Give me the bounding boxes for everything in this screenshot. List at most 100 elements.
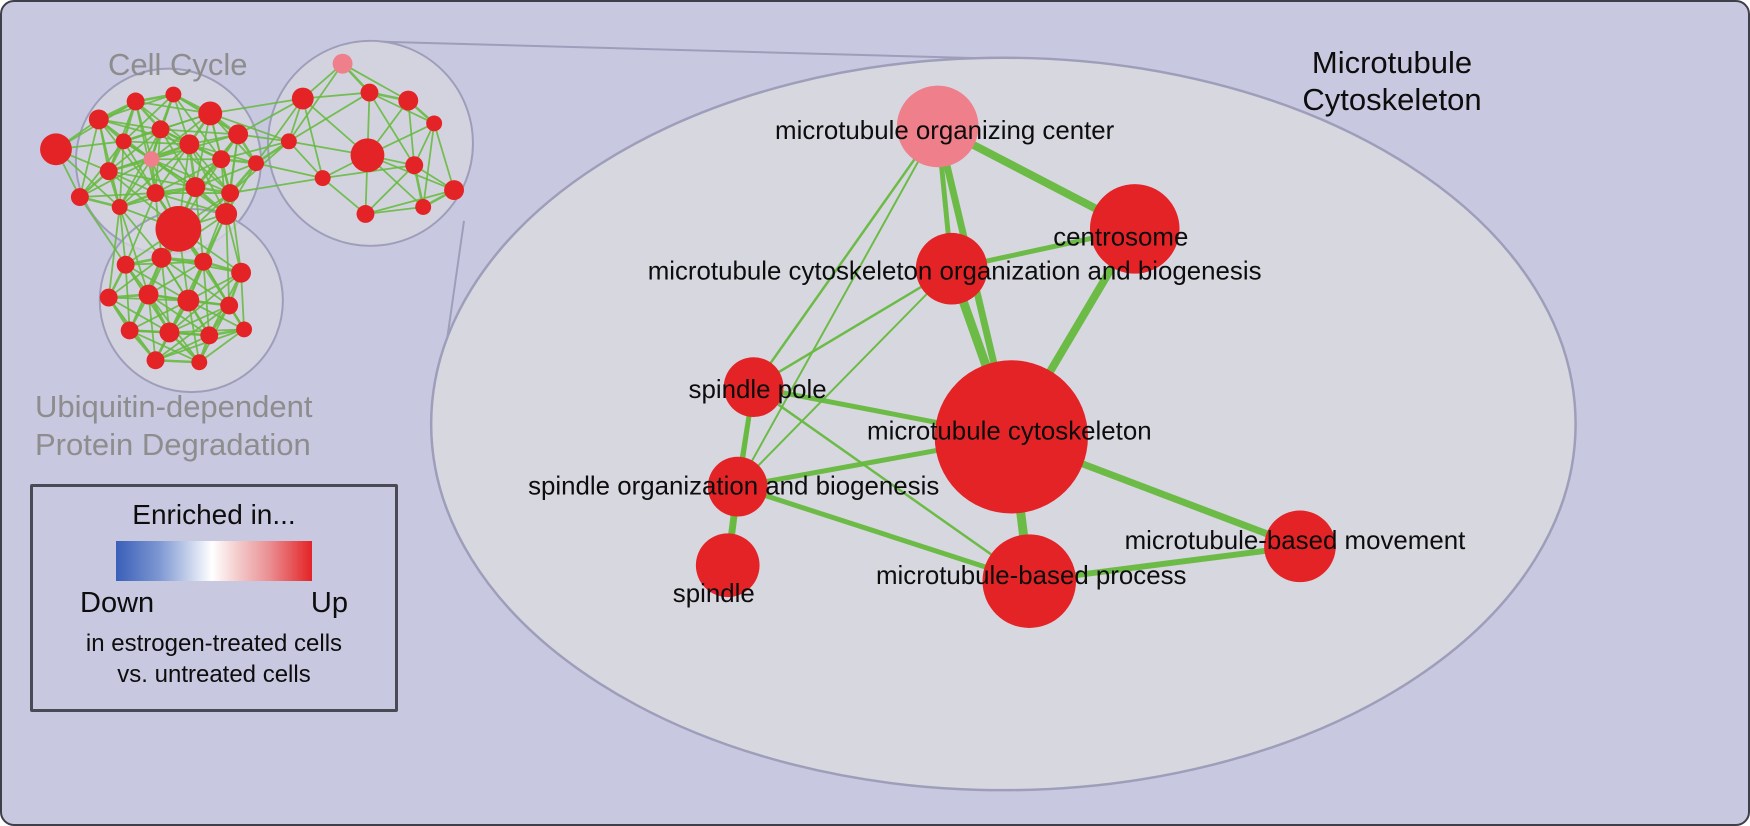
overview-edge: [78, 119, 100, 198]
overview-node: [120, 321, 139, 340]
overview-edge: [129, 299, 189, 332]
overview-edge: [220, 140, 290, 161]
overview-edge: [368, 92, 416, 166]
overview-edge: [155, 328, 245, 362]
zoom-view-title-line2: Cytoskeleton: [1302, 82, 1482, 118]
overview-node: [40, 133, 72, 166]
overview-node: [215, 203, 238, 225]
overview-node: [165, 86, 182, 103]
overview-edge: [79, 196, 127, 266]
overview-node: [191, 354, 208, 371]
node-label: microtubule-based process: [876, 562, 1186, 590]
overview-node: [179, 134, 200, 155]
overview-node: [143, 151, 160, 168]
overview-node: [280, 133, 297, 150]
overview-node: [159, 322, 180, 343]
overview-node: [228, 124, 249, 145]
edge: [752, 125, 939, 388]
node-label: spindle pole: [689, 376, 827, 404]
edge: [736, 484, 1031, 584]
overview-node: [415, 199, 432, 215]
overview-node: [426, 115, 443, 132]
overview-edge: [147, 294, 157, 361]
overview-edge: [288, 63, 344, 142]
overview-edge: [433, 123, 455, 191]
edge: [752, 267, 953, 389]
overview-node: [151, 120, 170, 139]
overview-node: [151, 247, 172, 268]
legend-caption-line2: vs. untreated cells: [117, 661, 311, 689]
overview-edge: [237, 97, 304, 136]
node-microtubule-based-movement: [1264, 510, 1336, 583]
cluster-label-ubiquitin: Ubiquitin-dependent Protein Degradation: [35, 388, 313, 464]
node-label: centrosome: [1053, 224, 1188, 252]
node-label: microtubule cytoskeleton organization an…: [648, 258, 1262, 286]
cluster-label-cell-cycle: Cell Cycle: [108, 47, 248, 82]
overview-node: [146, 184, 165, 203]
node-spindle-pole: [723, 357, 784, 417]
node-spindle-organization-and-biogenesis: [707, 456, 768, 517]
overview-edge: [150, 112, 211, 160]
overview-edge: [79, 158, 152, 198]
overview-edge: [124, 192, 157, 266]
overview-edge: [118, 206, 127, 265]
overview-node: [314, 170, 331, 187]
legend-scale-row: Down Up: [80, 587, 348, 620]
overview-edge: [118, 206, 163, 259]
overview-edge: [118, 206, 150, 295]
overview-node: [398, 90, 419, 111]
overview-edge: [155, 334, 210, 362]
overview-edge: [160, 128, 239, 136]
node-microtubule-cytoskeleton-organization-and-biogenesis: [915, 232, 988, 305]
overview-edge: [155, 192, 227, 215]
overview-edge: [155, 158, 222, 194]
overview-edge: [108, 128, 162, 172]
overview-node: [88, 109, 109, 130]
overview-node: [200, 326, 219, 345]
cluster-label-ubiquitin-line1: Ubiquitin-dependent: [35, 389, 313, 424]
overview-node: [360, 83, 379, 102]
overview-node: [220, 296, 239, 315]
node-centrosome: [1089, 184, 1180, 274]
overview-edge: [342, 62, 409, 102]
edge: [736, 268, 953, 488]
overview-node: [155, 206, 202, 252]
overview-edge: [302, 91, 370, 100]
overview-node: [126, 92, 145, 111]
overview-network-layer: [40, 39, 474, 394]
overview-node: [99, 288, 118, 307]
overview-edge: [422, 123, 436, 208]
legend-caption: in estrogen-treated cells vs. untreated …: [33, 628, 395, 690]
overview-edge: [229, 177, 323, 194]
overview-node: [70, 188, 89, 207]
overview-edge: [407, 100, 416, 166]
zoom-network-layer: microtubule organizing center centrosome m…: [528, 85, 1465, 628]
edge: [736, 125, 939, 488]
legend-up-label: Up: [310, 587, 348, 619]
overview-edge: [79, 192, 156, 198]
overview-edge: [122, 140, 157, 194]
node-label: microtubule cytoskeleton: [867, 418, 1152, 446]
overview-node: [356, 205, 375, 223]
overview-edge: [364, 164, 415, 215]
zoom-view-title: Microtubule Cytoskeleton: [1242, 44, 1542, 118]
overview-edge: [210, 97, 303, 115]
legend-title: Enriched in...: [132, 499, 296, 530]
overview-node: [236, 321, 253, 338]
node-label: spindle organization and biogenesis: [528, 472, 939, 500]
zoom-cone-line: [382, 40, 1000, 60]
overview-edge: [172, 94, 222, 160]
overview-node: [115, 133, 132, 150]
node-label: microtubule organizing center: [775, 117, 1115, 145]
overview-edge: [108, 257, 163, 299]
overview-edge: [225, 213, 231, 306]
overview-edge: [129, 329, 200, 364]
overview-edge: [169, 304, 230, 334]
overview-edge: [288, 140, 324, 179]
overview-node: [444, 180, 464, 201]
overview-node: [198, 101, 223, 126]
overview-edge: [365, 189, 455, 215]
overview-edge: [123, 93, 175, 142]
